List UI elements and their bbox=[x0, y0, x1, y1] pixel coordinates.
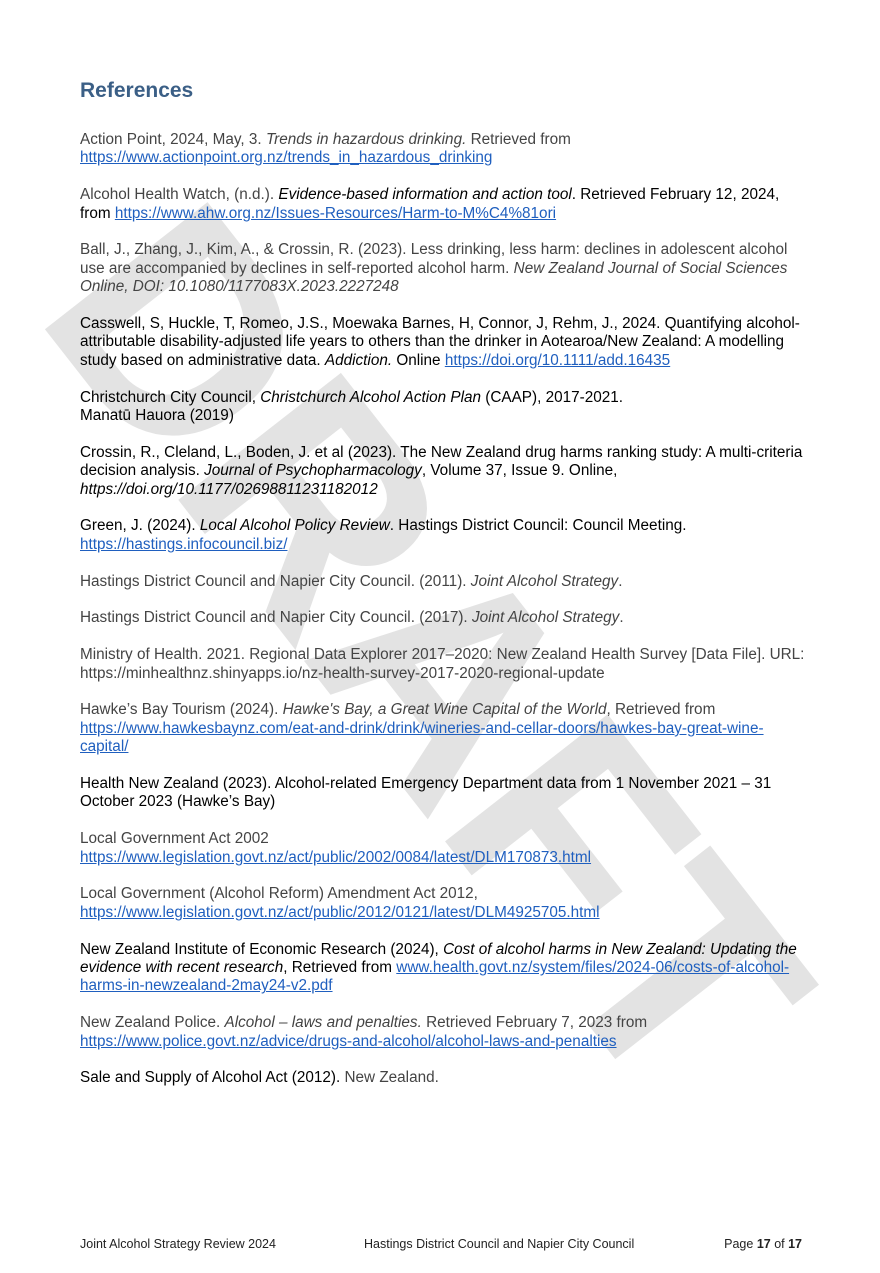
reference-item: Action Point, 2024, May, 3. Trends in ha… bbox=[80, 131, 571, 167]
reference-item: Green, J. (2024). Local Alcohol Policy R… bbox=[80, 517, 687, 553]
reference-item: Local Government Act 2002 https://www.le… bbox=[80, 830, 592, 866]
reference-item: Ball, J., Zhang, J., Kim, A., & Crossin,… bbox=[80, 241, 788, 296]
reference-link[interactable]: https://www.legislation.govt.nz/act/publ… bbox=[80, 903, 600, 921]
reference-link[interactable]: https://www.actionpoint.org.nz/trends_in… bbox=[80, 149, 493, 167]
footer-document-title: Joint Alcohol Strategy Review 2024 bbox=[80, 1237, 276, 1251]
reference-item: Health New Zealand (2023). Alcohol-relat… bbox=[80, 775, 772, 811]
footer-organisations: Hastings District Council and Napier Cit… bbox=[364, 1237, 635, 1251]
reference-item: Sale and Supply of Alcohol Act (2012). N… bbox=[80, 1069, 439, 1087]
reference-item: Local Government (Alcohol Reform) Amendm… bbox=[80, 885, 600, 921]
reference-item: Hastings District Council and Napier Cit… bbox=[80, 572, 623, 590]
reference-link[interactable]: https://www.legislation.govt.nz/act/publ… bbox=[80, 848, 592, 866]
reference-item: Christchurch City Council, Christchurch … bbox=[80, 388, 623, 425]
reference-link[interactable]: https://www.police.govt.nz/advice/drugs-… bbox=[80, 1032, 617, 1050]
reference-link[interactable]: https://www.hawkesbaynz.com/eat-and-drin… bbox=[80, 719, 764, 756]
page-title: References bbox=[80, 79, 194, 102]
reference-item: New Zealand Institute of Economic Resear… bbox=[80, 940, 797, 995]
reference-link[interactable]: https://www.ahw.org.nz/Issues-Resources/… bbox=[114, 204, 557, 222]
reference-item: Hawke’s Bay Tourism (2024). Hawke's Bay,… bbox=[80, 701, 764, 756]
page-footer: Joint Alcohol Strategy Review 2024 Hasti… bbox=[80, 1237, 802, 1255]
reference-item: Crossin, R., Cleland, L., Boden, J. et a… bbox=[80, 443, 803, 498]
reference-item: Ministry of Health. 2021. Regional Data … bbox=[80, 646, 805, 682]
reference-item: New Zealand Police. Alcohol – laws and p… bbox=[80, 1014, 648, 1050]
reference-item: Alcohol Health Watch, (n.d.). Evidence-b… bbox=[80, 186, 780, 222]
reference-link[interactable]: https://hastings.infocouncil.biz/ bbox=[80, 535, 288, 553]
reference-item: Casswell, S, Huckle, T, Romeo, J.S., Moe… bbox=[80, 315, 800, 369]
reference-link[interactable]: https://doi.org/10.1111/add.16435 bbox=[444, 351, 671, 369]
reference-item: Hastings District Council and Napier Cit… bbox=[80, 609, 624, 627]
footer-page-number: Page 17 of 17 bbox=[724, 1237, 802, 1251]
reference-list: Action Point, 2024, May, 3. Trends in ha… bbox=[80, 131, 810, 1106]
reference-link[interactable]: www.health.govt.nz/system/files/2024-06/… bbox=[80, 959, 790, 995]
